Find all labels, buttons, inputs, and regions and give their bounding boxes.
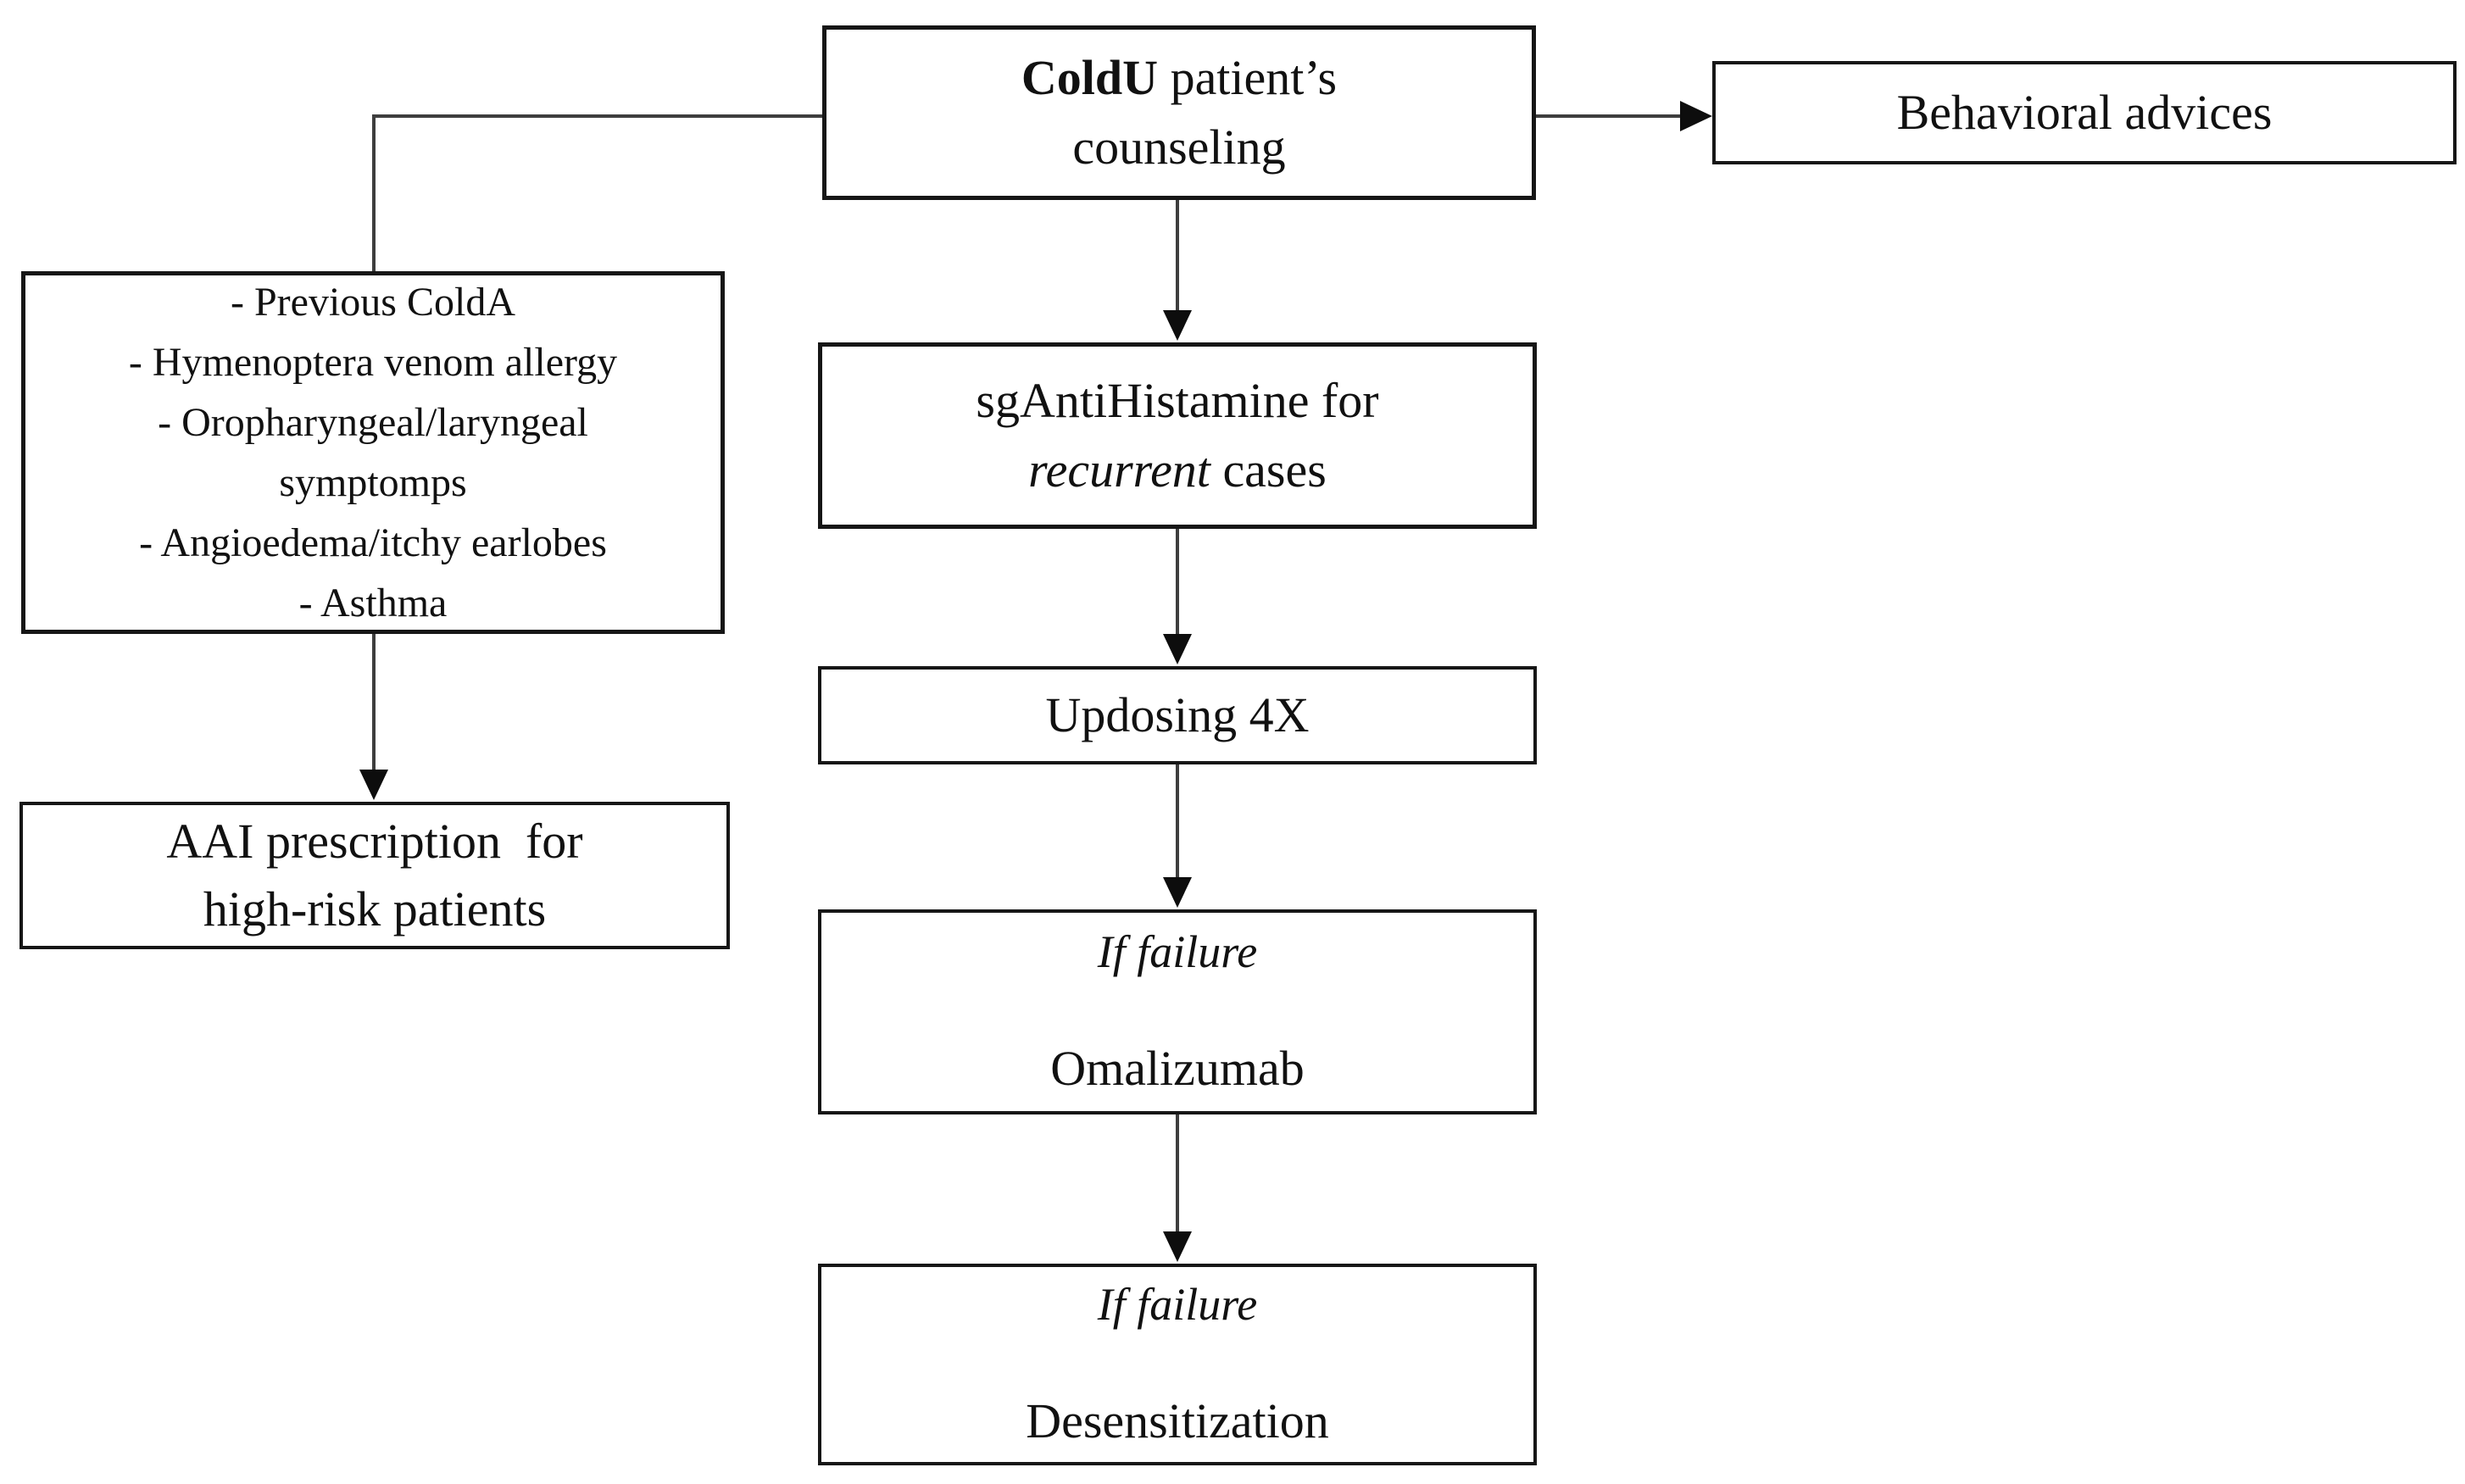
omalizumab-label: Omalizumab: [1050, 1041, 1305, 1097]
node-antihistamine: sgAntiHistamine for recurrent cases: [818, 342, 1537, 529]
risk-factor-item: - Oropharyngeal/laryngeal symptomps: [158, 399, 588, 505]
counseling-bold-text: ColdU: [1021, 49, 1159, 105]
risk-factor-item: - Previous ColdA: [231, 279, 515, 325]
connector-counseling-to-behavioral: [1536, 101, 1712, 131]
node-desensitization: If failure Desensitization: [818, 1264, 1537, 1465]
aai-line2: high-risk patients: [203, 881, 547, 937]
omalizumab-condition: If failure: [1097, 926, 1258, 978]
antihistamine-line1: sgAntiHistamine for: [976, 372, 1379, 428]
behavioral-label: Behavioral advices: [1896, 84, 2273, 140]
counseling-rest-text: patient’s: [1158, 49, 1338, 105]
risk-factor-item: - Angioedema/itchy earlobes: [139, 520, 607, 566]
node-behavioral-advices: Behavioral advices: [1712, 61, 2457, 164]
node-coldu-counseling: ColdU patient’s counseling: [822, 25, 1536, 200]
node-risk-factors: - Previous ColdA - Hymenoptera venom all…: [21, 271, 725, 634]
counseling-line1: ColdU patient’s: [1021, 43, 1337, 113]
antihistamine-italic-word: recurrent: [1028, 442, 1210, 497]
risk-factor-item: - Hymenoptera venom allergy: [128, 339, 618, 385]
updosing-label: Updosing 4X: [1045, 686, 1310, 742]
connector-updosing-to-omalizumab: [1163, 764, 1192, 908]
desensitization-condition: If failure: [1097, 1279, 1258, 1331]
connector-counseling-to-risk-factors: [372, 114, 822, 271]
risk-factor-item: - Asthma: [298, 581, 448, 626]
connector-antihistamine-to-updosing: [1163, 529, 1192, 664]
antihistamine-line2: recurrent cases: [1028, 436, 1327, 505]
connector-omalizumab-to-desensitization: [1163, 1114, 1192, 1262]
counseling-line2: counseling: [1072, 119, 1286, 175]
connector-counseling-to-antihistamine: [1163, 200, 1192, 341]
node-omalizumab: If failure Omalizumab: [818, 909, 1537, 1114]
aai-line1: AAI prescription for: [166, 813, 583, 869]
desensitization-label: Desensitization: [1026, 1393, 1329, 1449]
node-aai-prescription: AAI prescription for high-risk patients: [19, 802, 730, 949]
connector-risk-factors-to-aai: [359, 634, 388, 800]
antihistamine-line2-rest: cases: [1210, 442, 1327, 497]
node-updosing: Updosing 4X: [818, 666, 1537, 764]
